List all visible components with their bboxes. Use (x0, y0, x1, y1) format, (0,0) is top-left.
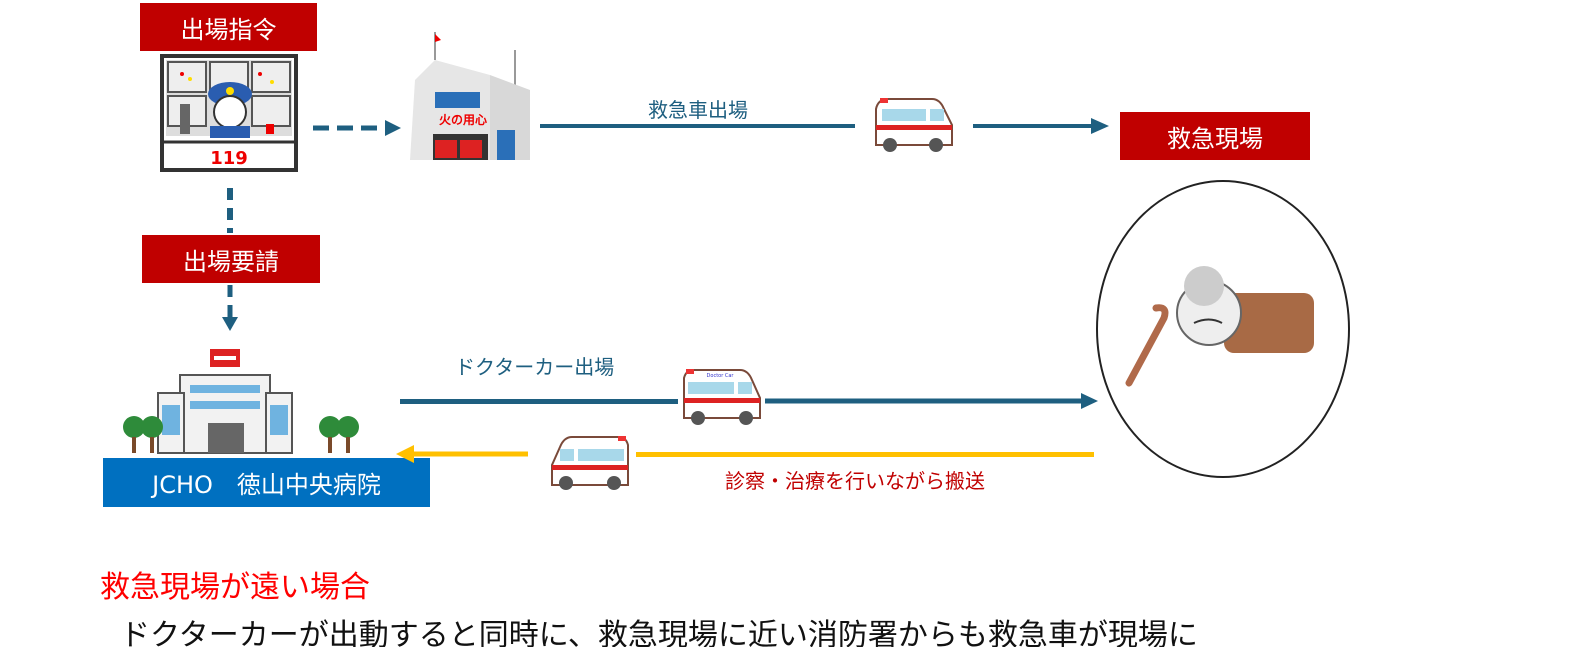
hospital-icon (123, 349, 359, 454)
doctor-car-sign: Doctor Car (707, 373, 735, 379)
dispatch-order-label: 出場指令 (140, 3, 317, 51)
dispatch-center-icon: 119 (160, 54, 298, 172)
transport-label: 診察・治療を行いながら搬送 (725, 469, 985, 493)
dashed-line-down (227, 188, 233, 233)
patient-scene (1096, 180, 1350, 478)
emergency-scene-label: 救急現場 (1120, 112, 1310, 160)
transport-ambulance-icon (551, 436, 629, 490)
ambulance-dispatch-label: 救急車出場 (648, 98, 748, 122)
hospital-label: JCHO 徳山中央病院 (103, 458, 430, 507)
dashed-arrow-to-station (313, 120, 401, 136)
doctor-car-dispatch-label: ドクターカー出場 (455, 355, 615, 379)
caption-heading: 救急現場が遠い場合 (100, 570, 370, 605)
dashed-arrow-to-hospital (222, 285, 238, 331)
elderly-patient-icon (1125, 266, 1314, 387)
fire-station-icon: 火の用心 (410, 32, 530, 160)
doctor-car-line-left (400, 399, 678, 404)
caption-body: ドクターカーが出動すると同時に、救急現場に近い消防署からも救急車が現場に (120, 618, 1198, 647)
arrow-to-scene (973, 118, 1109, 134)
doctor-car-arrow-to-scene (765, 393, 1098, 409)
ambulance-dispatch-line (540, 124, 855, 128)
panel-number: 119 (210, 148, 248, 169)
doctor-car-icon: Doctor Car (683, 369, 761, 425)
dispatch-request-label: 出場要請 (142, 235, 320, 283)
ambulance-icon (875, 98, 953, 152)
transport-arrow-to-hospital (396, 445, 528, 463)
fire-station-sign: 火の用心 (439, 113, 487, 127)
transport-line-right (636, 452, 1094, 457)
